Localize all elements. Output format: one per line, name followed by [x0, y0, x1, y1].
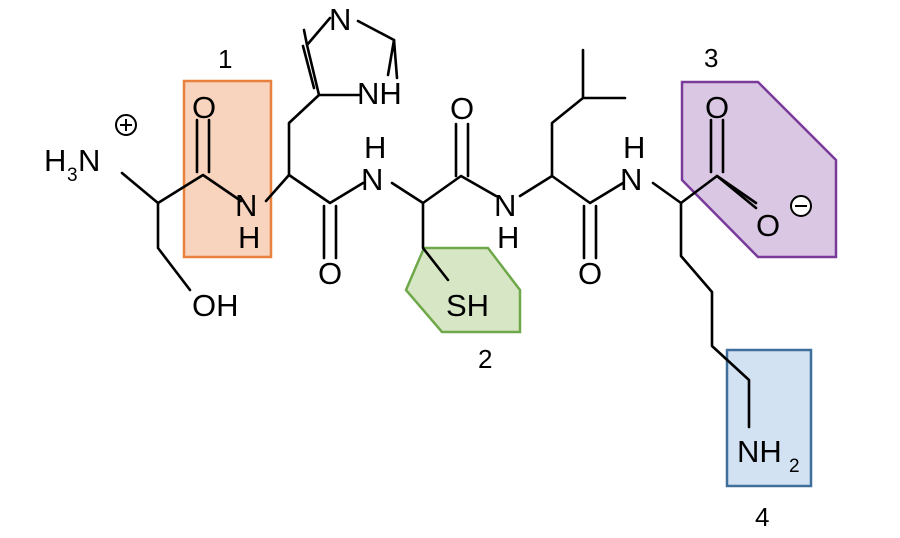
amide-hydrogen-2: H: [364, 130, 386, 165]
lysine-amine-subscript: 2: [789, 456, 800, 477]
lysine-amine: NH: [737, 434, 782, 469]
label-thiol-group: 2: [478, 344, 492, 374]
amide-highlight-box: [182, 79, 273, 259]
negative-charge-icon: [790, 195, 812, 217]
histidine-carbonyl-oxygen: O: [318, 256, 342, 291]
carboxylate-oxygen: O: [756, 208, 780, 243]
amide-hydrogen-1: H: [238, 220, 260, 255]
bond-skeleton: [120, 16, 758, 429]
amide-nitrogen-3: N: [494, 188, 516, 223]
imidazole-nitrogen: N: [329, 2, 351, 37]
amide-nitrogen-2: N: [361, 162, 383, 197]
cysteine-carbonyl-oxygen: O: [450, 91, 474, 126]
positive-charge-icon: [115, 114, 137, 136]
label-amine-group: 4: [755, 502, 769, 532]
n-terminal-hydrogen-count: 3: [67, 165, 78, 186]
amide-nitrogen-4: N: [620, 162, 642, 197]
amide-hydrogen-4: H: [623, 130, 645, 165]
label-amide-group: 1: [218, 44, 232, 74]
n-terminal-hydrogen: H: [44, 143, 66, 178]
n-terminal-nitrogen: N: [78, 143, 100, 178]
cysteine-thiol: SH: [446, 288, 489, 323]
serine-carbonyl-oxygen: O: [192, 90, 216, 125]
label-carboxylate-group: 3: [704, 43, 718, 73]
carboxylate-carbonyl-oxygen: O: [705, 90, 729, 125]
imidazole-nh: NH: [357, 76, 402, 111]
serine-hydroxyl: OH: [192, 288, 239, 323]
amide-hydrogen-3: H: [497, 220, 519, 255]
amide-nitrogen-1: N: [235, 188, 257, 223]
leucine-carbonyl-oxygen: O: [578, 256, 602, 291]
atom-labels: H 3 N OH O N H N NH O H N O SH N H O H: [44, 2, 812, 477]
thiol-highlight-box: [404, 246, 522, 334]
group-labels: 1 2 3 4: [218, 43, 769, 532]
